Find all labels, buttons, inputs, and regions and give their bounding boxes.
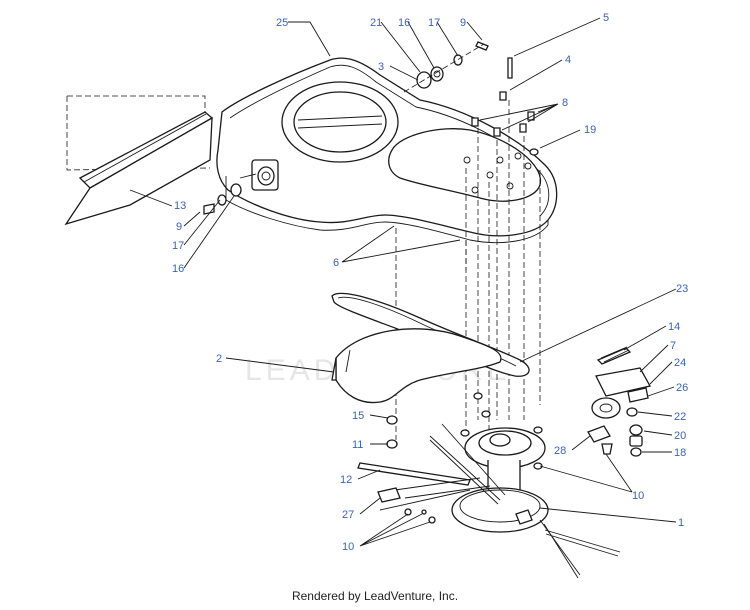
callout-17: 17 [428,17,440,29]
render-credit: Rendered by LeadVenture, Inc. [291,589,459,603]
callout-22: 22 [674,411,686,423]
callout-4: 4 [565,54,571,66]
callout-2: 2 [216,353,222,365]
spindle-assembly [357,423,621,579]
callout-17-left: 17 [172,240,184,252]
idler-pulley-assembly [587,346,651,457]
callout-12: 12 [340,474,352,486]
deflector-shield [64,95,214,226]
callout-19: 19 [584,124,596,136]
callout-5: 5 [603,12,609,24]
callout-14: 14 [668,321,680,333]
callout-16-left: 16 [172,263,184,275]
callout-1: 1 [678,517,684,529]
callout-3: 3 [378,61,384,73]
callout-21: 21 [370,17,382,29]
callout-16: 16 [398,17,410,29]
callout-6: 6 [333,257,339,269]
callout-13: 13 [174,200,186,212]
callout-7: 7 [670,340,676,352]
callout-9: 9 [460,17,466,29]
callout-28: 28 [554,445,566,457]
callout-18: 18 [674,447,686,459]
callout-24: 24 [674,357,686,369]
callout-10-left: 10 [342,541,354,553]
callout-labels: 25 21 16 17 9 5 3 4 8 19 13 9 17 16 6 23… [172,12,688,553]
top-hardware [403,41,489,93]
callout-20: 20 [674,430,686,442]
callout-27: 27 [342,509,354,521]
callout-9-left: 9 [176,221,182,233]
callout-8: 8 [562,97,568,109]
callout-25: 25 [276,17,288,29]
callout-15: 15 [352,410,364,422]
leader-lines [129,17,677,547]
callout-26: 26 [676,382,688,394]
callout-23: 23 [676,283,688,295]
callout-10-right: 10 [632,490,644,502]
left-hardware [203,183,543,470]
callout-11: 11 [352,439,363,451]
main-cover [216,57,558,244]
belt-guard [331,328,502,404]
cover-bolts [471,57,539,156]
